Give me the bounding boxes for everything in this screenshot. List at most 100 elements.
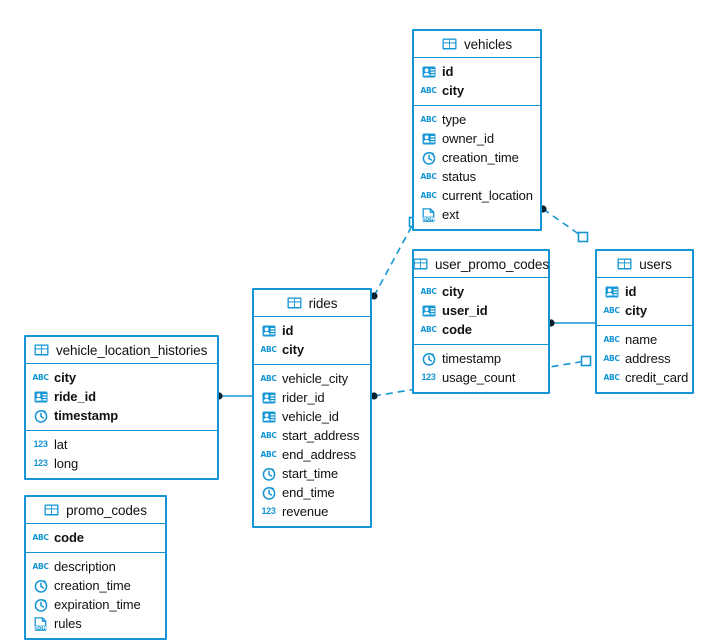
- field-row[interactable]: ABC vehicle_city: [254, 369, 370, 388]
- abc-icon: ABC: [260, 373, 277, 383]
- abc-icon: ABC: [603, 372, 620, 382]
- abc-icon: ABC: [603, 334, 620, 344]
- table-header[interactable]: vehicle_location_histories: [26, 337, 217, 364]
- table-header[interactable]: users: [597, 251, 692, 278]
- abc-icon: ABC: [420, 324, 437, 334]
- field-row[interactable]: timestamp: [414, 349, 548, 368]
- key-person-icon: [261, 323, 276, 338]
- abc-icon: ABC: [32, 532, 49, 542]
- number-icon: 123: [33, 458, 48, 468]
- field-label: city: [54, 370, 77, 385]
- clock-icon: [261, 466, 276, 481]
- abc-icon: ABC: [420, 114, 437, 124]
- relationship-vehicle_location_histories-to-rides[interactable]: [215, 392, 252, 400]
- field-label: timestamp: [442, 351, 502, 366]
- abc-icon: ABC: [603, 305, 620, 315]
- field-row[interactable]: id: [254, 321, 370, 340]
- field-row[interactable]: id: [414, 62, 540, 81]
- field-label: address: [625, 351, 671, 366]
- table-grid-icon: [413, 257, 428, 272]
- field-label: end_time: [282, 485, 335, 500]
- field-label: start_address: [282, 428, 360, 443]
- svg-text:JSON: JSON: [34, 625, 47, 630]
- table-header[interactable]: vehicles: [414, 31, 540, 58]
- key-person-icon: [421, 64, 436, 79]
- field-label: id: [625, 284, 637, 299]
- field-label: usage_count: [442, 370, 516, 385]
- field-row[interactable]: id: [597, 282, 692, 301]
- table-title: vehicles: [464, 36, 512, 52]
- field-label: type: [442, 112, 467, 127]
- field-label: id: [442, 64, 454, 79]
- field-label: timestamp: [54, 408, 119, 423]
- field-row[interactable]: user_id: [414, 301, 548, 320]
- field-row[interactable]: owner_id: [414, 129, 540, 148]
- field-row[interactable]: ABC type: [414, 110, 540, 129]
- abc-icon: ABC: [420, 171, 437, 181]
- key-person-icon: [261, 390, 276, 405]
- field-row[interactable]: creation_time: [414, 148, 540, 167]
- field-label: vehicle_city: [282, 371, 348, 386]
- field-row[interactable]: creation_time: [26, 576, 165, 595]
- field-row[interactable]: ABC city: [414, 282, 548, 301]
- field-row[interactable]: start_time: [254, 464, 370, 483]
- table-header[interactable]: user_promo_codes: [413, 251, 549, 278]
- edge-target-square: [580, 355, 592, 367]
- field-row[interactable]: 123 long: [26, 454, 217, 473]
- field-label: city: [442, 284, 465, 299]
- field-label: revenue: [282, 504, 329, 519]
- table-header[interactable]: promo_codes: [26, 497, 165, 524]
- abc-icon: ABC: [32, 561, 49, 571]
- relationship-vehicles-to-users[interactable]: [539, 205, 589, 243]
- relationship-user_promo_codes-to-users[interactable]: [547, 319, 595, 327]
- field-label: code: [442, 322, 472, 337]
- field-row[interactable]: vehicle_id: [254, 407, 370, 426]
- key-person-icon: [421, 303, 436, 318]
- field-label: id: [282, 323, 294, 338]
- table-title: vehicle_location_histories: [56, 342, 208, 358]
- number-icon: 123: [33, 439, 48, 449]
- field-row[interactable]: ABC code: [414, 320, 548, 339]
- table-grid-icon: [44, 503, 59, 518]
- table-grid-icon: [287, 296, 302, 311]
- abc-icon: ABC: [420, 286, 437, 296]
- field-row[interactable]: rider_id: [254, 388, 370, 407]
- table-header[interactable]: rides: [254, 290, 370, 317]
- json-icon: JSON: [421, 207, 436, 222]
- abc-icon: ABC: [420, 190, 437, 200]
- field-label: long: [54, 456, 79, 471]
- field-row[interactable]: timestamp: [26, 406, 217, 425]
- key-person-icon: [261, 409, 276, 424]
- field-row[interactable]: expiration_time: [26, 595, 165, 614]
- field-row[interactable]: end_time: [254, 483, 370, 502]
- field-row[interactable]: ride_id: [26, 387, 217, 406]
